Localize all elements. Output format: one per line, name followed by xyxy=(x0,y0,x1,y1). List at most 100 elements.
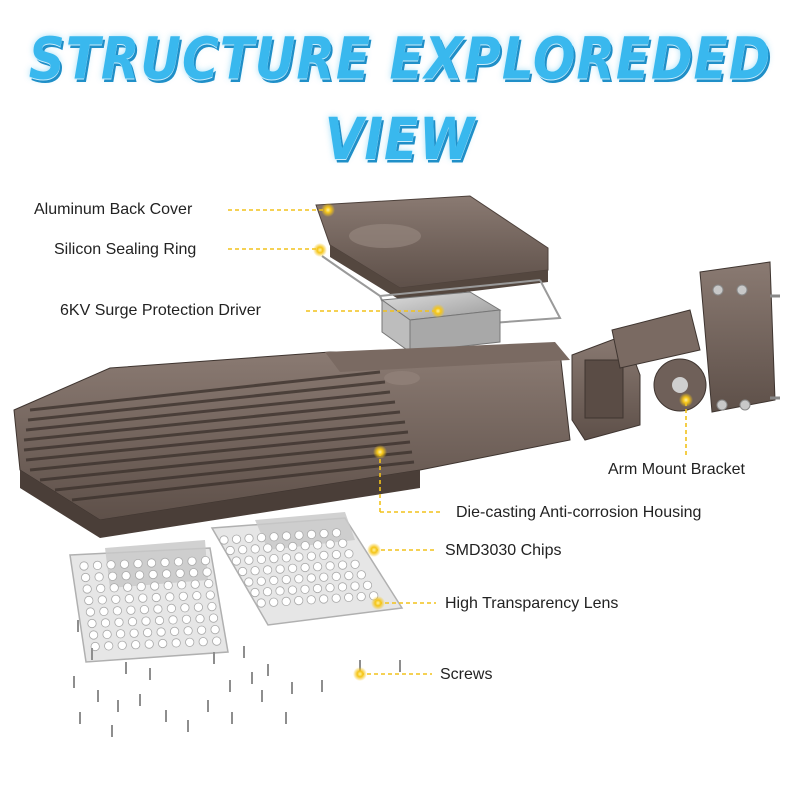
lens-dot xyxy=(207,601,217,612)
lens-dot xyxy=(144,639,154,649)
lens-dot xyxy=(189,568,199,578)
lens-dot xyxy=(294,595,304,606)
label-lens: High Transparency Lens xyxy=(445,595,619,612)
lens-panel-right xyxy=(210,512,404,626)
lens-dot xyxy=(244,555,254,565)
lens-dot xyxy=(200,555,211,566)
lens-dot xyxy=(294,552,304,562)
lens-dot xyxy=(256,598,266,608)
lens-dot xyxy=(131,640,141,650)
lens-dot xyxy=(244,577,254,587)
lens-dot xyxy=(312,583,323,594)
lens-dot xyxy=(146,558,157,568)
lens-dot xyxy=(148,569,158,580)
label-sealing-ring: Silicon Sealing Ring xyxy=(54,241,197,258)
lens-dot xyxy=(204,578,214,589)
lens-dot xyxy=(212,636,222,646)
lens-dot xyxy=(187,556,197,566)
lens-dot xyxy=(173,557,184,567)
lens-dot xyxy=(269,597,279,607)
lens-dot xyxy=(231,534,242,544)
lens-dot xyxy=(225,545,235,556)
lens-dot xyxy=(319,594,329,604)
lens-dot xyxy=(136,581,146,592)
lens-dot xyxy=(210,624,220,635)
lens-dot xyxy=(143,627,153,638)
lens-dot xyxy=(192,591,202,601)
lens-dot xyxy=(238,545,248,555)
lens-dot xyxy=(275,586,285,596)
lens-dot xyxy=(102,629,112,640)
lens-dot xyxy=(193,602,203,612)
lens-dot xyxy=(119,559,130,569)
lens-dot xyxy=(197,625,207,635)
lens-dot xyxy=(325,561,335,571)
lens-dot xyxy=(104,641,114,651)
lens-dot xyxy=(344,549,354,559)
lens-dot xyxy=(202,567,212,577)
lens-dot xyxy=(325,583,335,593)
back-cover-part xyxy=(315,195,549,300)
diagram-title: STRUCTURE EXPLOREDED VIEW xyxy=(28,25,772,173)
lens-dot xyxy=(100,618,111,628)
lens-dot xyxy=(331,549,341,560)
lens-dot xyxy=(185,637,195,647)
lens-dot xyxy=(300,584,310,594)
lens-dot xyxy=(306,529,317,540)
lens-dot xyxy=(90,641,100,652)
lens-dot xyxy=(126,605,136,615)
lens-dot xyxy=(300,562,310,573)
lens-dot xyxy=(319,572,329,582)
lens-dot xyxy=(294,574,304,584)
lens-dot xyxy=(82,584,92,594)
lens-dot xyxy=(94,572,104,582)
lens-dot xyxy=(306,595,316,605)
lens-dot xyxy=(92,560,103,571)
lens-dot xyxy=(338,538,348,548)
lens-dot xyxy=(269,575,279,586)
lens-dot xyxy=(178,591,188,601)
lens-dot xyxy=(331,528,342,538)
lens-dot xyxy=(250,544,260,554)
screws-part xyxy=(73,620,401,737)
lens-dot xyxy=(319,528,329,539)
lens-dot xyxy=(85,607,96,617)
lens-dot xyxy=(150,581,160,591)
lens-dot xyxy=(362,580,373,590)
leader-lines xyxy=(228,209,687,675)
lens-dot xyxy=(97,595,107,605)
lens-dot xyxy=(139,604,149,615)
lens-dot xyxy=(244,533,254,544)
lens-dot xyxy=(133,558,143,569)
lens-dot xyxy=(319,550,329,561)
leader-glows xyxy=(313,203,693,681)
lens-dot xyxy=(287,563,298,573)
lens-dot xyxy=(89,630,99,640)
lens-dot xyxy=(177,580,187,590)
lens-dot xyxy=(238,566,248,577)
lens-dot xyxy=(99,606,109,617)
lens-dot xyxy=(350,581,360,591)
lens-dot xyxy=(344,592,354,603)
lens-dot xyxy=(337,582,348,592)
lens-dot xyxy=(123,582,133,592)
lens-dot xyxy=(205,590,215,600)
lens-dot xyxy=(116,629,126,639)
label-screws: Screws xyxy=(440,666,493,683)
lens-dot xyxy=(84,595,94,606)
lens-dot xyxy=(275,564,285,574)
housing-part xyxy=(13,342,571,538)
lens-dot xyxy=(138,593,148,603)
lens-dot xyxy=(109,583,119,593)
lens-dot xyxy=(168,615,178,625)
label-back-cover: Aluminum Back Cover xyxy=(34,201,193,218)
arm-bracket-part xyxy=(571,261,780,441)
lens-dot xyxy=(180,603,190,613)
lens-dot xyxy=(269,553,279,564)
lens-dot xyxy=(165,592,175,602)
lens-dot xyxy=(256,532,267,543)
lens-dot xyxy=(96,583,106,594)
lens-dot xyxy=(313,540,323,550)
lens-dot xyxy=(344,570,354,581)
